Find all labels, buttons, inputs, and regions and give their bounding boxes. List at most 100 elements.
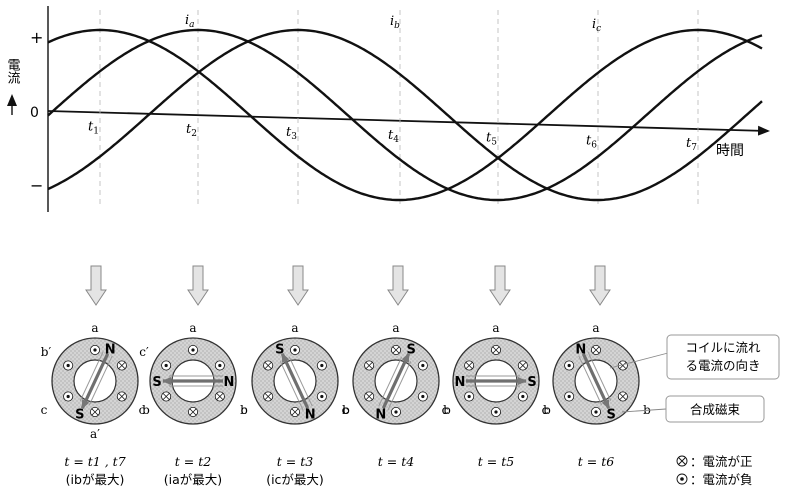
terminal-a: a [189,321,196,335]
time-caption: t = t1 , t7 [64,454,125,469]
coil-dot-icon [564,391,575,402]
coil-dot-icon [390,406,401,417]
coil-cross-icon [617,391,628,402]
coil-cross-icon [90,406,101,417]
coil-dot-icon [187,344,198,355]
field-line [79,351,104,401]
coil-dot-icon [214,360,225,371]
terminal-a-prime: a′ [90,427,100,441]
flux-arrow [80,353,110,410]
curve-label-ia: ia [185,13,195,30]
coil-callout-text: コイルに流れる電流の向き [685,340,761,373]
curve-labels: ia ib ic [185,13,601,34]
coil-dot-icon [63,391,74,402]
coil-dot-icon [316,391,327,402]
dot-symbol-icon [676,473,688,485]
pole-south: S [607,408,616,423]
time-caption: t = t3 [277,454,313,469]
coil-cross-icon [390,344,401,355]
terminal-c: c [442,403,449,417]
terminal-a: a [392,321,399,335]
current-curve-ia [47,28,763,202]
terminal-b: b [543,403,551,417]
terminal-b: b [240,403,248,417]
terminal-a: a [492,321,499,335]
terminal-b: b [142,403,150,417]
down-arrow-icon [287,265,309,306]
terminal-a: a [291,321,298,335]
coil-dot-icon [417,391,428,402]
zero-label: 0 [30,105,39,121]
terminal-b: b [342,403,350,417]
coil-dot-icon [591,406,602,417]
pole-north: N [105,342,116,357]
coil-dot-icon [564,360,575,371]
coil-dot-icon [161,360,172,371]
coil-cross-icon [263,391,274,402]
current-curves [47,28,763,202]
legend-negative: ：電流が負 [690,472,753,487]
pole-north: N [575,342,586,357]
field-line [587,351,612,401]
coil-dot-icon [417,360,428,371]
coil-dot-icon [316,360,327,371]
coil-cross-icon [364,391,375,402]
terminal-c-prime: c′ [139,345,149,359]
coil-cross-icon [116,391,127,402]
pole-north: N [305,408,316,423]
field-line [88,355,113,406]
flux-arrow [381,352,411,409]
time-label: 時間 [716,143,744,159]
coil-cross-icon [116,360,127,371]
coil-dot-icon [517,391,528,402]
terminal-a: a [592,321,599,335]
terminal-b-prime: b′ [41,345,52,359]
time-axis [47,110,770,136]
plus-label: + [30,28,43,47]
coil-dot-icon [490,406,501,417]
flux-callout: 合成磁束 [621,395,765,423]
current-curve-ic [47,28,763,202]
coil-cross-icon [490,344,501,355]
time-tick-label: t7 [686,136,697,153]
legend-positive: ：電流が正 [690,454,753,469]
coil-cross-icon [364,360,375,371]
field-line [378,356,403,407]
curve-label-ib: ib [390,14,400,31]
down-arrow-icon [589,265,611,306]
pole-south: S [407,342,416,357]
coil-dot-icon [90,344,101,355]
max-note: (iaが最大) [164,472,222,487]
pole-north: N [224,375,235,390]
pole-south: S [75,408,84,423]
max-note: (icが最大) [266,472,324,487]
coil-cross-icon [289,406,300,417]
time-tick-label: t2 [186,122,197,139]
minus-label: − [30,176,43,195]
down-arrow-icon [187,265,209,306]
current-curve-ib [47,28,763,202]
y-axis-label: 電流 [5,58,21,84]
terminal-c: c [139,403,146,417]
coil-cross-icon [187,406,198,417]
flux-arrow [581,353,611,410]
time-caption: t = t2 [175,454,211,469]
terminal-c: c [542,403,549,417]
terminal-b: b [443,403,451,417]
legend: ：電流が正 ：電流が負 [676,454,753,487]
coil-dot-icon [289,344,300,355]
coil-cross-icon [161,391,172,402]
terminal-c: c [241,403,248,417]
down-arrows [85,265,611,306]
down-arrow-icon [85,265,107,306]
terminal-c: c [342,403,349,417]
curve-label-ic: ic [592,17,601,34]
